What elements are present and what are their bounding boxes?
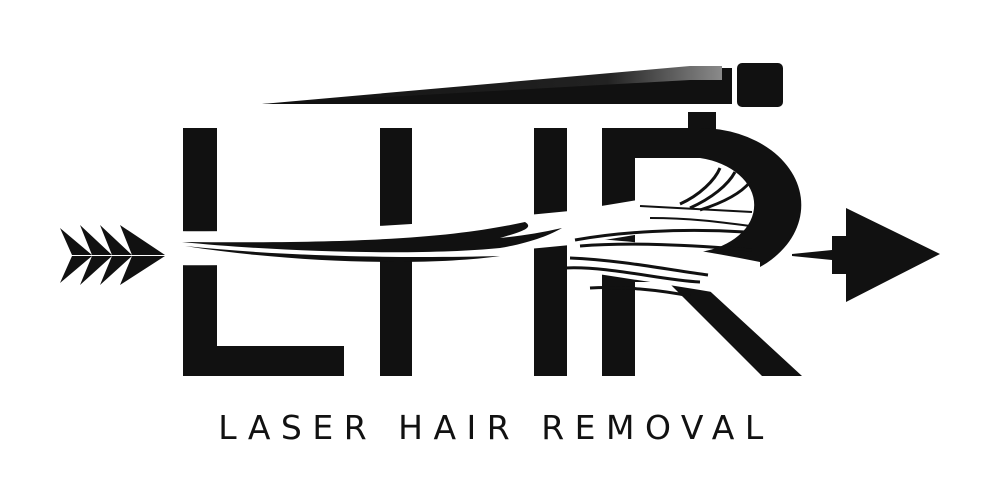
arrow-head-icon — [792, 208, 940, 302]
arrow-fletching-icon — [28, 225, 165, 285]
tagline: LASER HAIR REMOVAL — [218, 408, 774, 447]
letter-h-right — [534, 128, 567, 376]
hair-strand-icon — [169, 167, 760, 300]
laser-pen-icon — [262, 63, 783, 130]
